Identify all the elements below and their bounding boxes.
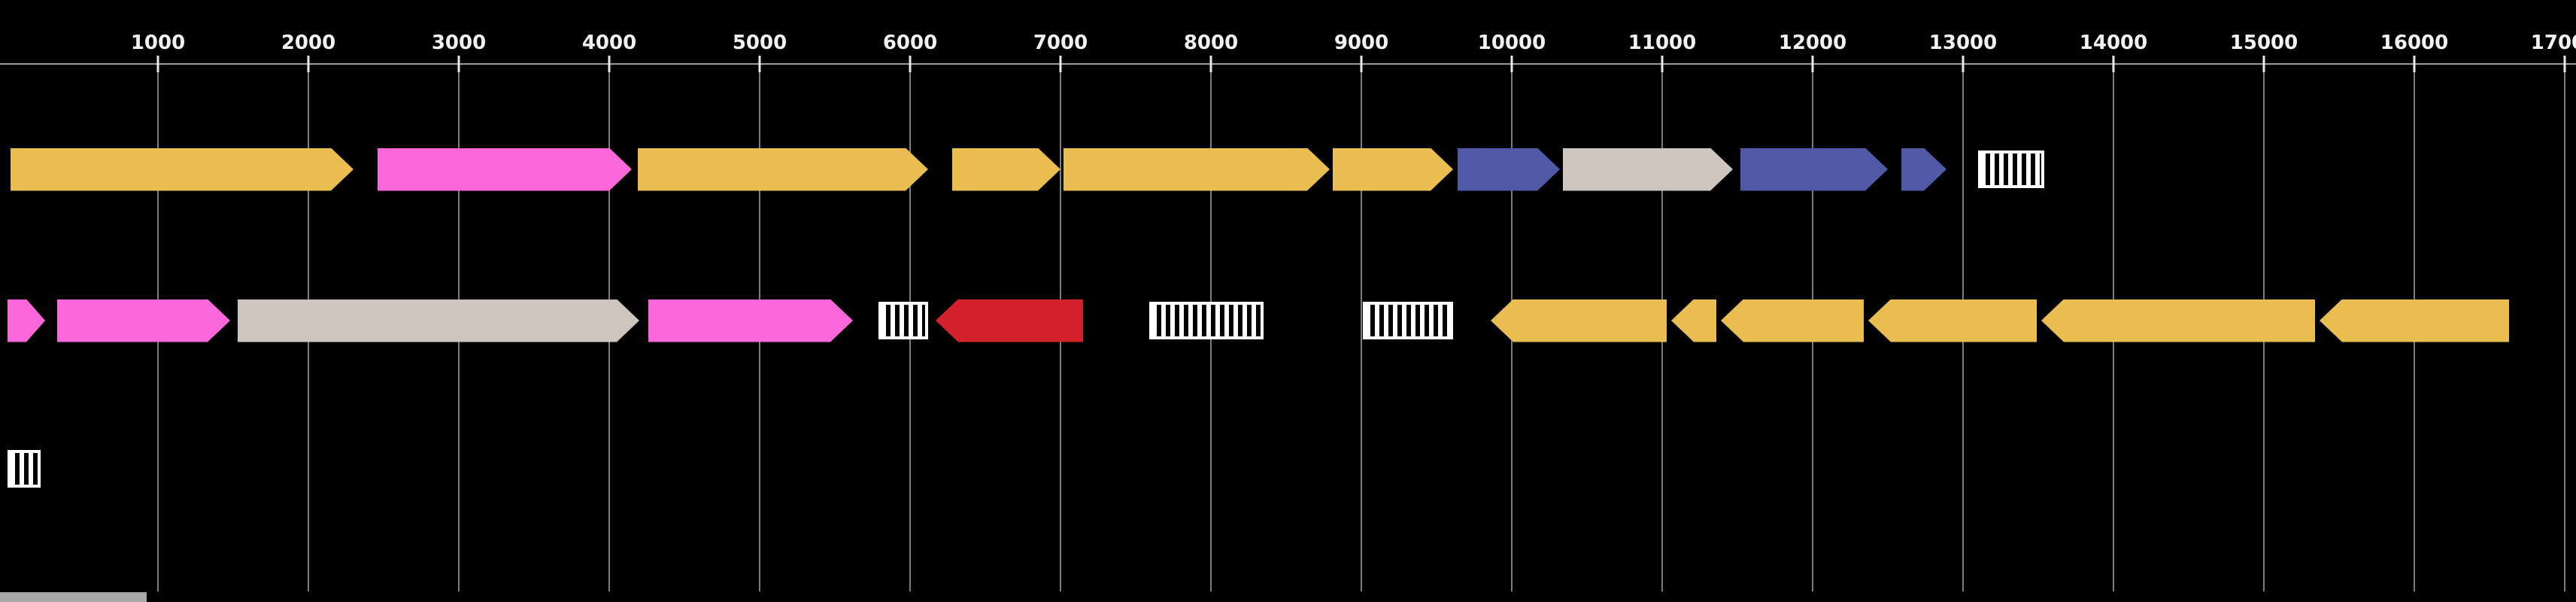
bottom-left-strip <box>0 592 147 602</box>
axis-tick-label: 1000 <box>130 32 186 54</box>
axis-tick <box>1811 56 1814 72</box>
hatched-feature-box <box>8 450 41 488</box>
gene-arrow <box>936 299 1083 342</box>
axis-tick-label: 10000 <box>1477 32 1546 54</box>
axis-tick <box>1661 56 1664 72</box>
axis-tick-label: 8000 <box>1183 32 1239 54</box>
axis-tick <box>1209 56 1212 72</box>
axis-tick-label: 17000 <box>2530 32 2576 54</box>
axis-tick-label: 13000 <box>1928 32 1998 54</box>
axis-tick-label: 5000 <box>732 32 787 54</box>
gene-arrow <box>1063 148 1330 191</box>
ruler-line <box>0 63 2576 65</box>
axis-tick-label: 6000 <box>882 32 938 54</box>
hatched-feature-box <box>1363 302 1453 339</box>
axis-tick <box>2112 56 2115 72</box>
hatched-feature-box <box>1978 150 2044 188</box>
axis-gridline <box>2564 65 2565 591</box>
axis-tick <box>156 56 159 72</box>
gene-arrow <box>1458 148 1560 191</box>
axis-tick-label: 3000 <box>431 32 487 54</box>
hatched-feature-box <box>878 302 928 339</box>
gene-arrow <box>648 299 853 342</box>
gene-arrow <box>1333 148 1453 191</box>
axis-tick-label: 7000 <box>1033 32 1088 54</box>
axis-tick-label: 4000 <box>581 32 637 54</box>
axis-tick <box>1360 56 1363 72</box>
gene-arrow <box>1491 299 1667 342</box>
gene-arrow <box>238 299 639 342</box>
gene-arrow <box>1563 148 1733 191</box>
gene-arrow <box>2041 299 2315 342</box>
hatched-feature-box <box>1149 302 1264 339</box>
axis-tick <box>1962 56 1965 72</box>
axis-tick <box>307 56 310 72</box>
gene-arrow <box>2320 299 2509 342</box>
axis-tick <box>1059 56 1062 72</box>
axis-tick <box>909 56 912 72</box>
axis-tick <box>457 56 460 72</box>
gene-arrow <box>57 299 230 342</box>
axis-tick-label: 11000 <box>1628 32 1697 54</box>
axis-tick <box>2413 56 2416 72</box>
gene-arrow <box>638 148 928 191</box>
axis-tick <box>2262 56 2265 72</box>
axis-tick <box>1510 56 1513 72</box>
axis-tick <box>758 56 761 72</box>
axis-tick <box>608 56 611 72</box>
axis-tick-label: 9000 <box>1334 32 1389 54</box>
axis-tick-label: 14000 <box>2079 32 2148 54</box>
axis-tick <box>2563 56 2566 72</box>
gene-arrow <box>1868 299 2037 342</box>
gene-arrow <box>8 299 45 342</box>
gene-arrow <box>1721 299 1864 342</box>
gene-arrow <box>952 148 1060 191</box>
gene-arrow <box>1740 148 1888 191</box>
axis-tick-label: 16000 <box>2380 32 2449 54</box>
axis-gridline <box>1361 65 1362 591</box>
axis-tick-label: 2000 <box>281 32 336 54</box>
gene-arrow <box>1671 299 1716 342</box>
gene-arrow <box>11 148 353 191</box>
axis-tick-label: 12000 <box>1778 32 1847 54</box>
gene-arrow <box>378 148 632 191</box>
gene-arrow <box>1901 148 1946 191</box>
axis-tick-label: 15000 <box>2229 32 2298 54</box>
